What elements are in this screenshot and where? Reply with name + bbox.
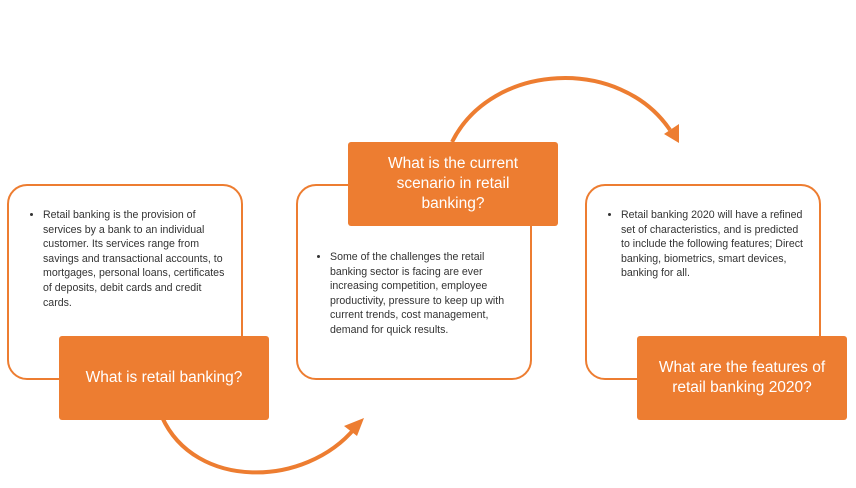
step-2-text: Some of the challenges the retail bankin… (330, 250, 518, 338)
step-2-description: Some of the challenges the retail bankin… (316, 250, 518, 338)
step-1-text: Retail banking is the provision of servi… (43, 208, 227, 310)
step-2-title: What is the current scenario in retail b… (348, 142, 558, 226)
arrow-2-to-3-head (664, 124, 679, 143)
step-3-description: Retail banking 2020 will have a refined … (607, 208, 805, 281)
step-1-description: Retail banking is the provision of servi… (29, 208, 227, 310)
step-3-text: Retail banking 2020 will have a refined … (621, 208, 805, 281)
arrow-2-to-3 (450, 76, 672, 143)
step-1-title: What is retail banking? (59, 336, 269, 420)
arrow-1-to-2-head (344, 418, 364, 436)
step-3-title: What are the features of retail banking … (637, 336, 847, 420)
arrow-1-to-2 (160, 416, 357, 475)
